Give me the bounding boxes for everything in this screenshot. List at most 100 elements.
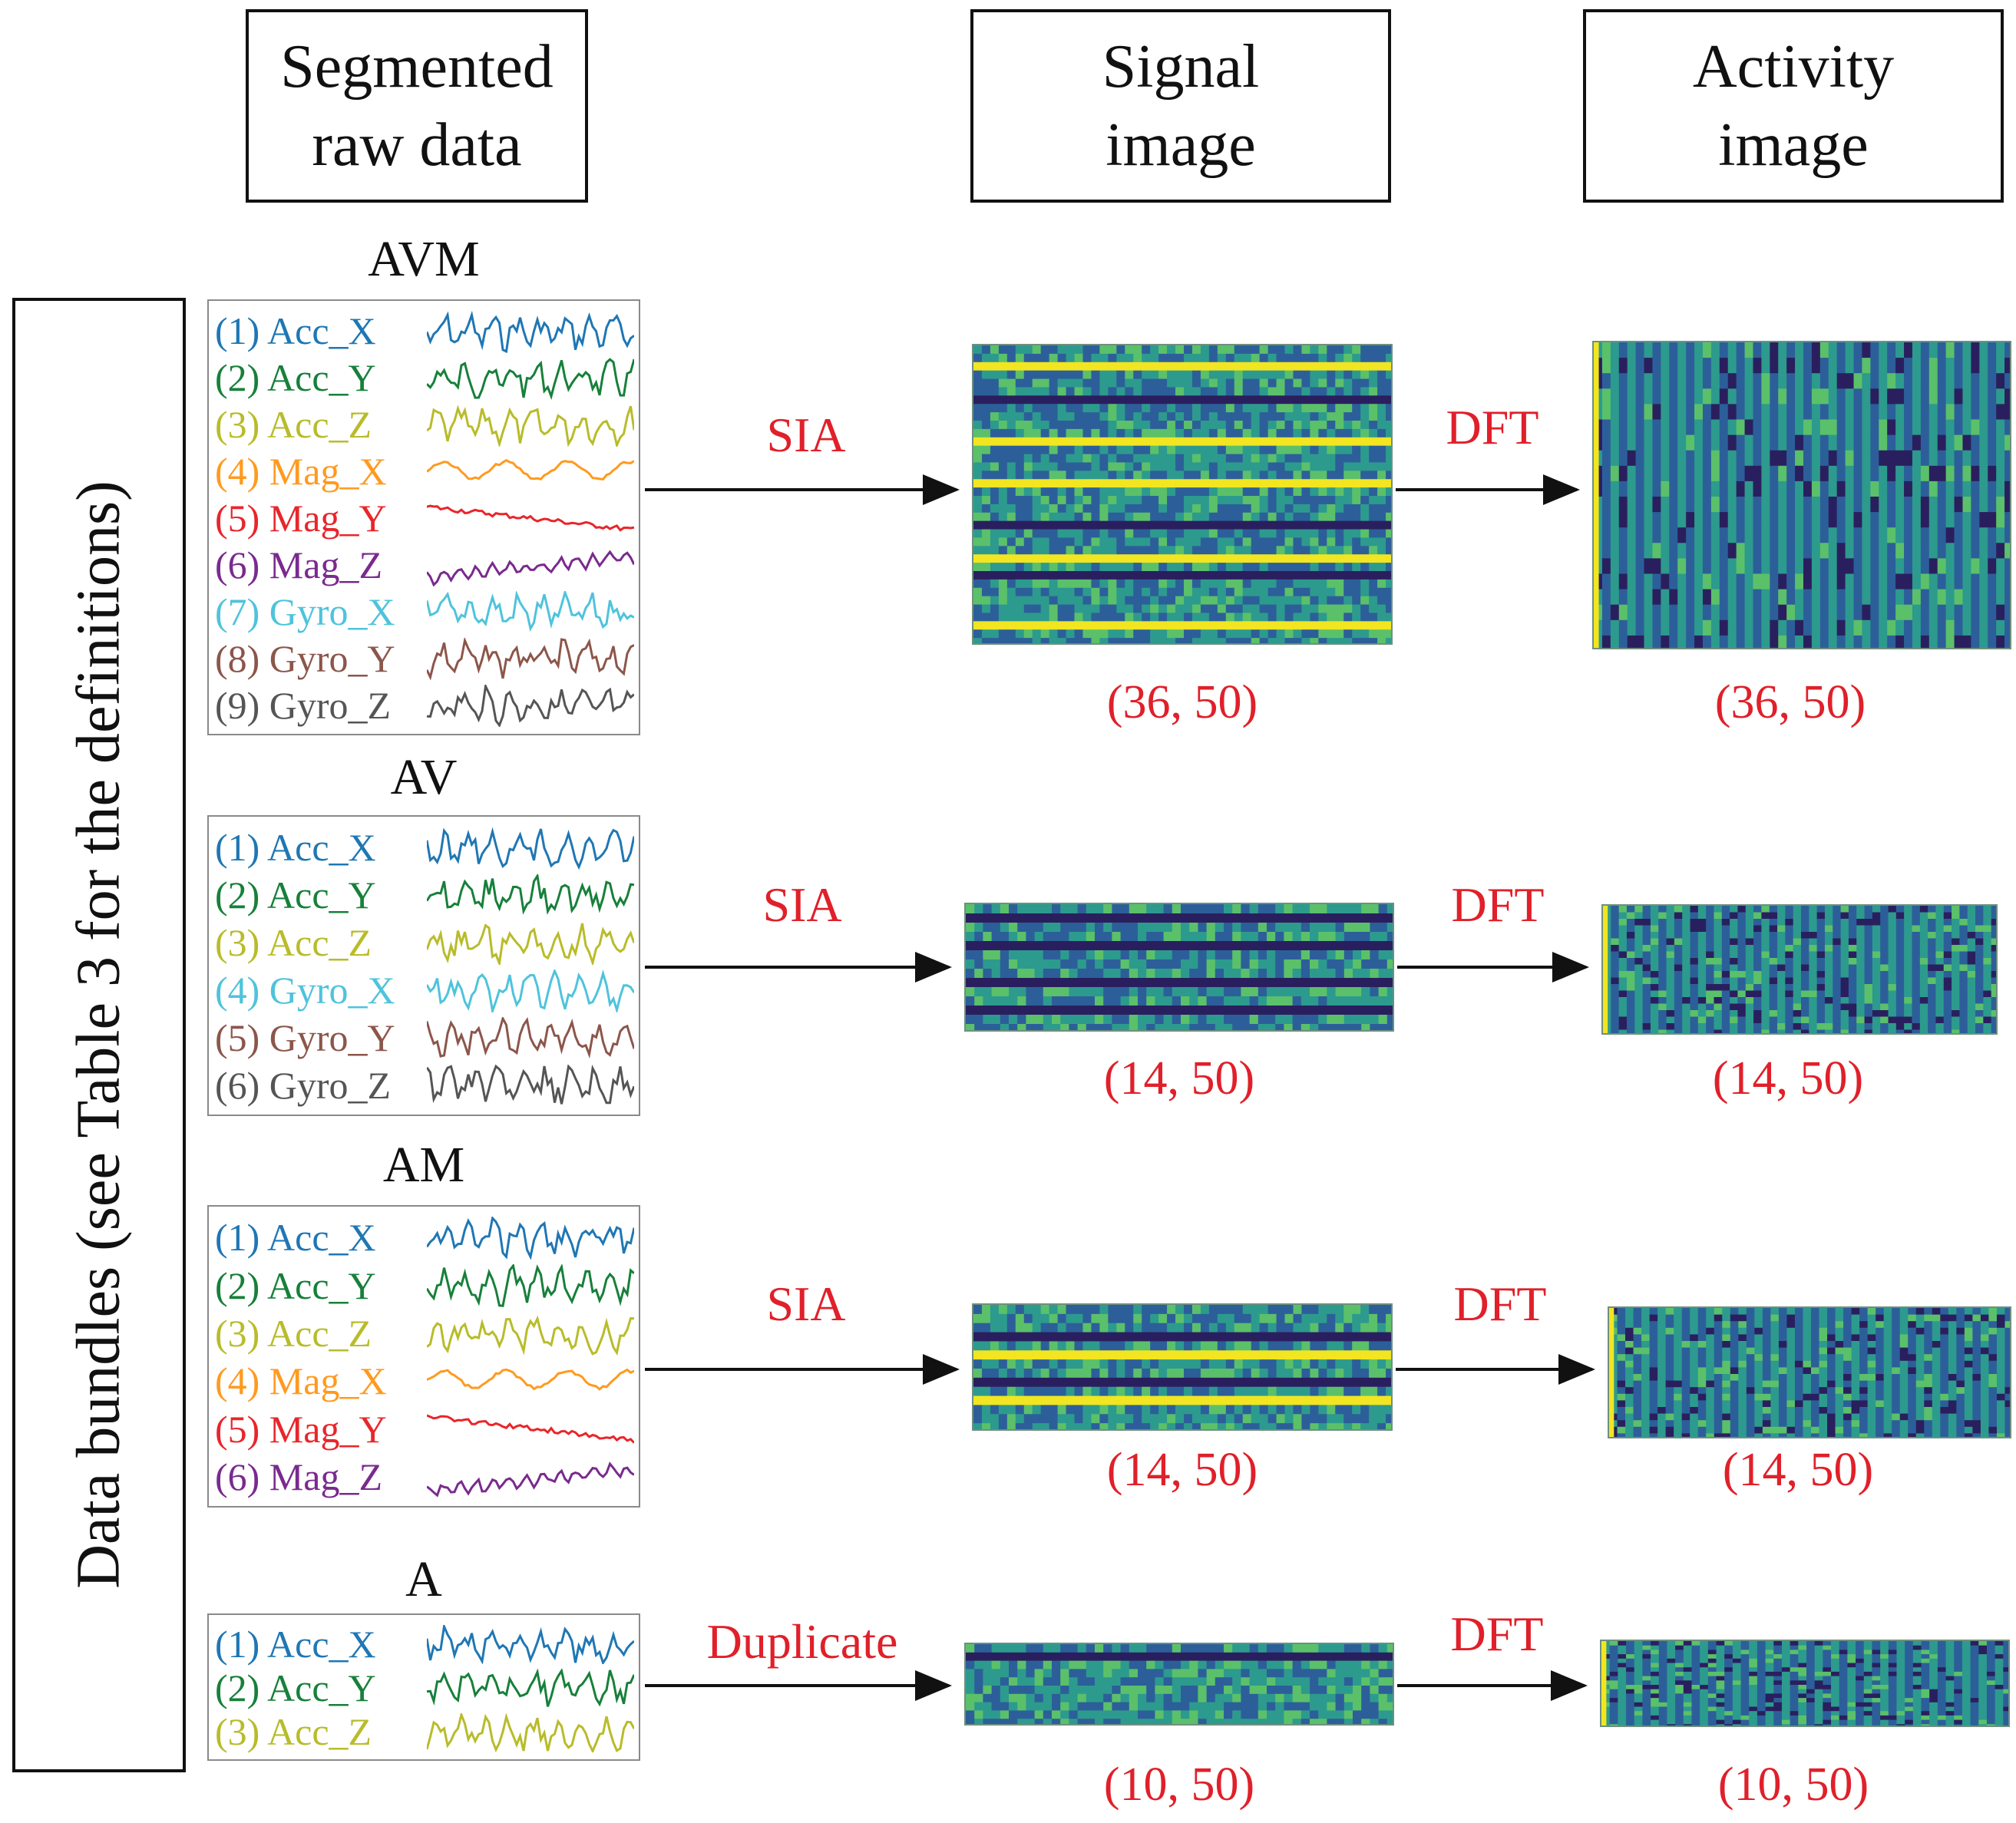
spectrum-cell [1975,912,1984,920]
spectrum-cell [1872,912,1881,920]
heatmap-cell [998,520,1008,530]
spectrum-cell [1652,604,1661,621]
spectrum-cell [1809,964,1818,972]
heatmap-cell [1242,496,1252,505]
spectrum-cell [1644,358,1654,374]
heatmap-cell [1074,520,1084,530]
heatmap-cell [1251,404,1261,413]
spectrum-cell [1677,497,1687,513]
heatmap-cell [1175,353,1185,363]
spectrum-cell [1697,1023,1707,1031]
heatmap-cell [1276,496,1286,505]
spectrum-cell [1761,373,1770,389]
heatmap-cell [1125,1350,1134,1360]
heatmap-cell [1116,395,1125,405]
spectrum-cell [1761,497,1770,513]
heatmap-cell [1301,471,1310,480]
spectrum-cell [1610,619,1620,636]
channel-label: (9) Gyro_Z [215,683,392,727]
spectrum-cell [1943,990,1952,998]
spectrum-cell [1952,977,1960,985]
heatmap-cell [1026,1024,1036,1030]
spectrum-cell [1928,497,1938,513]
heatmap-cell [1217,512,1227,522]
spectrum-cell [1669,619,1678,636]
heatmap-cell [981,462,991,471]
heatmap-cell [1360,587,1370,597]
spectrum-cell [1833,1029,1842,1033]
heatmap-cell [1198,987,1208,997]
channel-label: (6) Gyro_Z [215,1064,392,1107]
heatmap-cell [1023,428,1033,438]
spectrum-cell [1888,1023,1897,1031]
spectrum-cell [1904,1023,1913,1031]
channel-label: (3) Acc_Z [215,1311,372,1355]
heatmap-cell [1150,496,1159,505]
heatmap-cell [1006,1313,1016,1324]
heatmap-cell [1112,950,1122,960]
heatmap-cell [1249,941,1259,951]
heatmap-cell [1133,395,1142,405]
spectrum-cell [1952,1010,1960,1018]
spectrum-cell [1690,1023,1699,1031]
heatmap-cell [1318,996,1327,1006]
heatmap-cell [1133,1313,1142,1324]
heatmap-cell [1129,969,1139,979]
spectrum-cell [1801,951,1809,959]
heatmap-cell [1040,546,1050,555]
heatmap-cell [973,345,983,355]
spectrum-cell [1928,1003,1937,1011]
heatmap-cell [1301,1350,1310,1360]
spectrum-cell [1635,558,1645,575]
heatmap-cell [1369,362,1378,372]
spectrum-cell [1644,604,1654,621]
spectrum-cell [1618,619,1628,636]
heatmap-cell [1082,370,1092,380]
spectrum-cell [1979,450,1988,467]
heatmap-cell [1040,1341,1050,1351]
spectrum-cell [1652,543,1661,559]
heatmap-cell [1224,987,1233,997]
spectrum-cell [1971,404,1980,421]
heatmap-cell [1142,571,1151,580]
heatmap-cell [1301,428,1310,438]
heatmap-cell [1129,932,1139,942]
heatmap-cell [1377,579,1386,589]
spectrum-cell [1690,1029,1699,1033]
heatmap-cell [1225,353,1235,363]
spectrum-cell [2004,543,2010,559]
heatmap-cell [1133,579,1142,589]
spectrum-cell [1888,958,1897,966]
heatmap-cell [1249,978,1259,988]
waveform-trace [427,1368,634,1391]
heatmap-cell [1158,1332,1168,1342]
spectrum-cell [1710,604,1720,621]
spectrum-cell [1795,404,1804,421]
spectrum-cell [1943,951,1952,959]
spectrum-cell [1786,404,1796,421]
spectrum-cell [1904,912,1913,920]
heatmap-cell [973,1323,983,1333]
spectrum-cell [1736,604,1746,621]
heatmap-cell [1267,471,1277,480]
heatmap-cell [1249,1015,1259,1025]
spectrum-cell [1872,964,1881,972]
heatmap-cell [1251,563,1261,572]
heatmap-cell [1175,471,1185,480]
heatmap-cell [1040,579,1050,589]
spectrum-cell [1979,589,1988,606]
spectrum-cell [1895,977,1905,985]
spectrum-cell [1928,958,1937,966]
spectrum-cell [1753,912,1762,920]
spectrum-cell [1753,932,1762,940]
heatmap-cell [990,454,1000,464]
heatmap-cell [1318,959,1327,969]
heatmap-cell [1120,923,1130,933]
heatmap-cell [1000,904,1010,914]
heatmap-cell [1259,454,1269,464]
heatmap-cell [1040,487,1050,497]
heatmap-cell [1301,1323,1310,1333]
heatmap-cell [1249,996,1259,1006]
heatmap-cell [1099,621,1109,630]
heatmap-cell [1006,1323,1016,1333]
